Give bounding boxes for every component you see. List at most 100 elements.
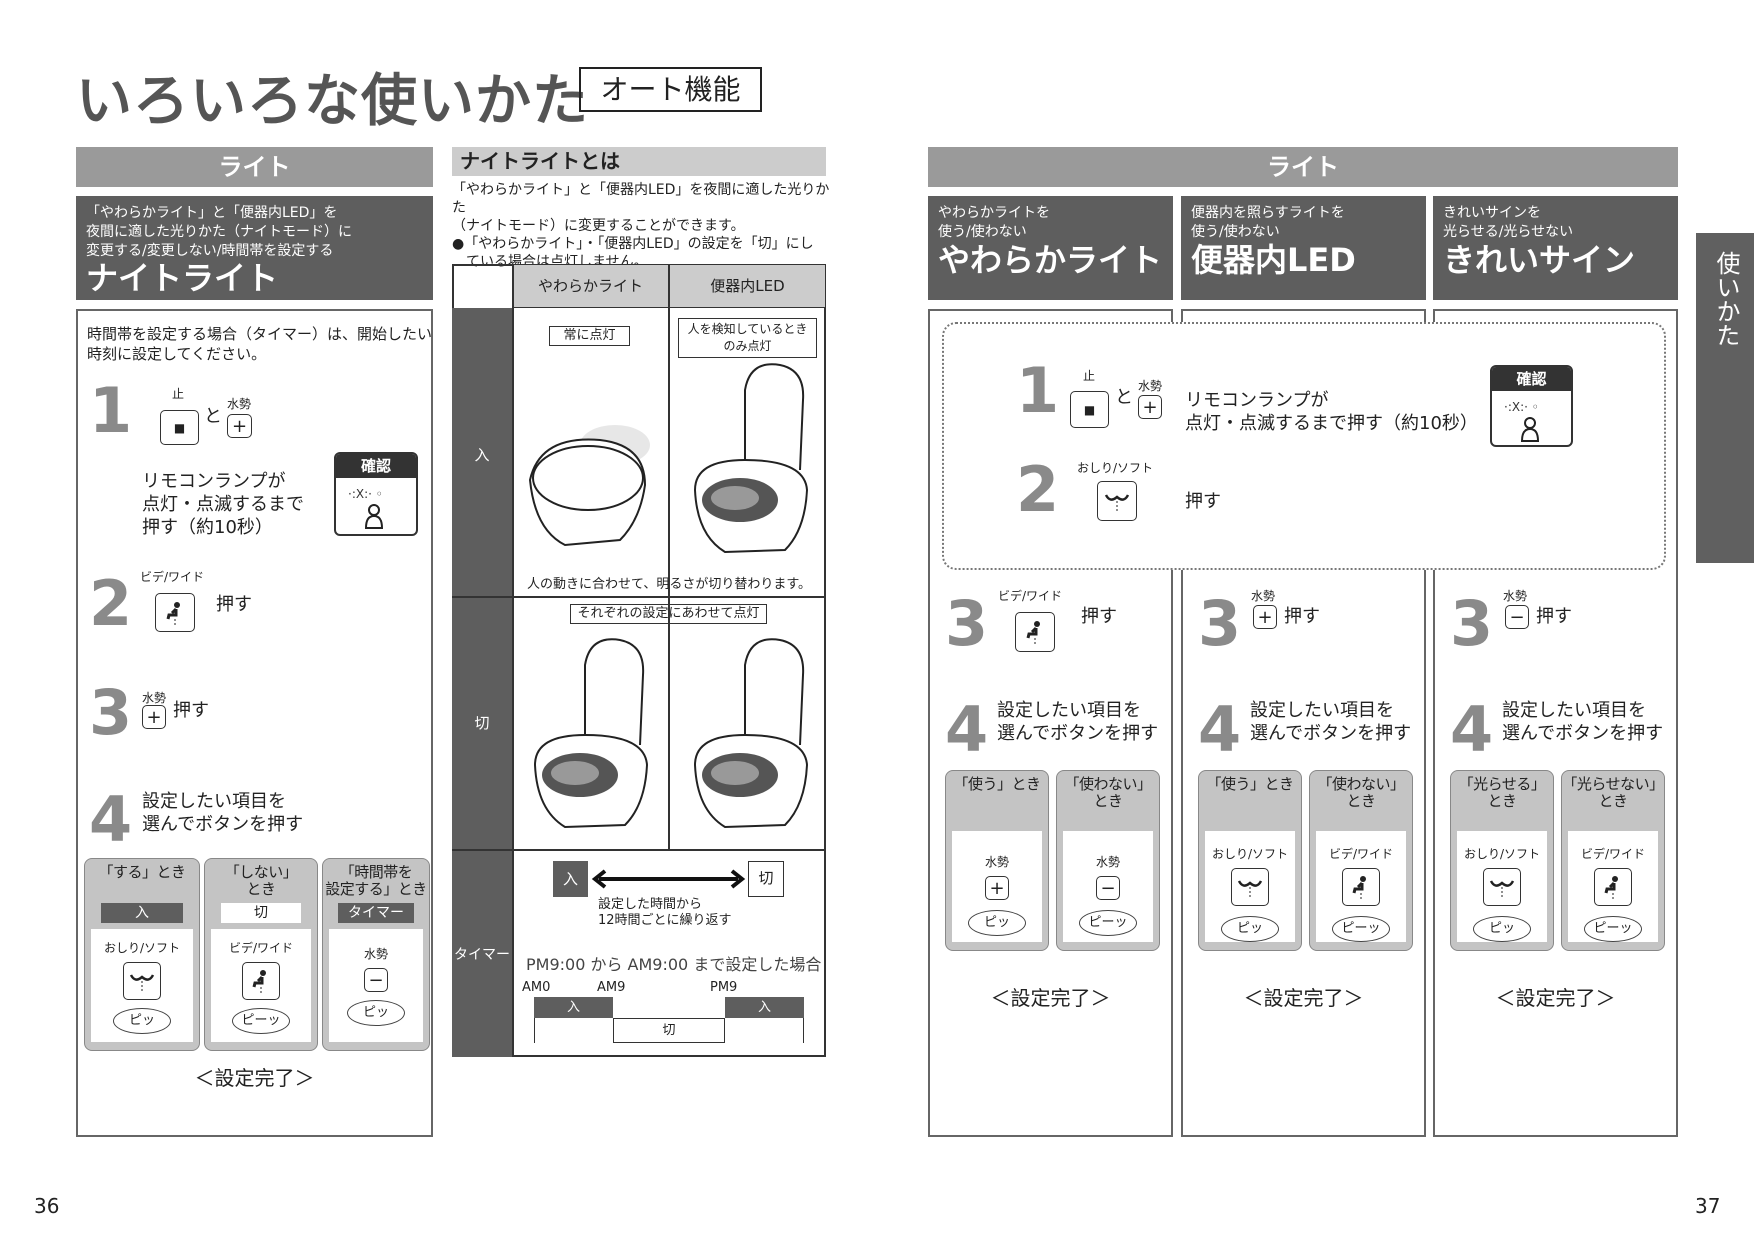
option-card[interactable]: 「使う」ときおしり/ソフトピッ [1198,770,1302,951]
text-line: とき [1487,792,1517,810]
page-number-left: 36 [34,1194,60,1218]
text-line: 選んでボタンを押す [1250,723,1412,744]
illustration-shape [532,445,644,511]
water-minus-button[interactable]: − [364,968,388,992]
setting-complete: ＜設定完了＞ [194,1066,315,1090]
timer-off-box: 切 [748,861,784,897]
timer-note: 時間帯を設定する場合（タイマー）は、開始したい 時刻に設定してください。 [87,324,432,364]
oshiri-soft-button[interactable] [123,962,161,1000]
feature-name: ナイトライト [86,259,279,297]
side-tab-usage[interactable]: 使いかた [1696,233,1754,563]
text-line: 「する」とき [98,863,186,881]
bidet-label: ビデ/ワイド [140,570,205,584]
feature-title-box: きれいサインを光らせる/光らせないきれいサイン [1433,196,1678,300]
water-plus-button[interactable]: + [227,414,252,438]
bidet-button[interactable] [1594,868,1632,906]
button-label: 水勢 [984,855,1009,869]
step1-text: リモコンランプが 点灯・点滅するまで 押す（約10秒） [142,470,304,539]
step-number: 3 [1450,587,1494,660]
desc-line: 便器内を照らすライトを [1191,205,1345,221]
feature-name: やわらかライト [938,241,1163,279]
water-label: 水勢 [1138,379,1163,393]
press-text: 押す [1284,606,1320,627]
illustration-shape [744,638,805,746]
water-plus-button[interactable]: + [1138,395,1162,419]
option-card[interactable]: 「使う」とき水勢+ピッ [945,770,1049,951]
text-line: 「使わない」 [1064,775,1152,793]
option-card[interactable]: 「する」とき入おしり/ソフトピッ [84,858,200,1051]
option-heading: 「する」とき [85,859,199,901]
option-body: 水勢+ピッ [952,831,1042,942]
note-line: 時間帯を設定する場合（タイマー）は、開始したい [87,325,433,343]
option-card[interactable]: 「光らせる」ときおしり/ソフトピッ [1450,770,1554,951]
option-body: ビデ/ワイドピーッ [1568,831,1658,942]
text-line: 選んでボタンを押す [1502,723,1664,744]
bidet-button[interactable] [1342,868,1380,906]
step-number: 2 [89,567,133,640]
illustration-shape [551,761,599,785]
text-line: のみ点灯 [723,339,772,353]
row-label-column [452,308,512,1057]
option-heading: 「光らせない」とき [1562,771,1664,823]
option-card[interactable]: 「時間帯を設定する」ときタイマー水勢−ピッ [322,858,430,1051]
oshiri-soft-button[interactable] [1231,868,1269,906]
always-on-tag: 常に点灯 [549,326,630,346]
oshiri-soft-button[interactable] [1097,481,1137,521]
step-number: 4 [1198,693,1242,766]
option-card[interactable]: 「しない」とき切ビデ/ワイドピーッ [204,858,318,1051]
water-plus-button[interactable]: + [1253,605,1277,629]
stop-button[interactable]: ■ [160,410,199,445]
step-number: 3 [1198,587,1242,660]
feature-name: きれいサイン [1443,241,1636,279]
bidet-button[interactable] [155,593,195,632]
button-label: 水勢 [1251,589,1276,603]
oshiri-soft-button[interactable] [1483,868,1521,906]
water-minus-button[interactable]: − [1096,876,1120,900]
stop-button[interactable]: ■ [1070,391,1109,428]
step-number: 1 [1016,354,1060,427]
step-number: 4 [89,783,133,856]
toilet-open-led-illustration [693,363,809,554]
button-label: ビデ/ワイド [1580,847,1646,861]
illustration-shape [584,638,645,746]
option-card[interactable]: 「光らせない」ときビデ/ワイドピーッ [1561,770,1665,951]
desc-line: きれいサインを [1443,205,1541,221]
water-label: 水勢 [227,397,252,411]
confirm-lamp: 確認 ·:X:· ◦ [1490,365,1573,447]
option-body: おしり/ソフトピッ [1457,831,1547,942]
illustration-shape [711,761,759,785]
page-number-right: 37 [1695,1194,1721,1218]
desc-line: 「やわらかライト」と「便器内LED」を [86,205,338,221]
svg-text:·:X:· ◦: ·:X:· ◦ [1504,400,1539,414]
beep-sound-bubble: ピッ [1221,916,1279,942]
button-wrap [91,962,193,1000]
timer-on-box: 入 [553,861,588,897]
feature-name: 便器内LED [1191,241,1356,279]
bidet-button[interactable] [242,962,280,1000]
option-card[interactable]: 「使わない」ときビデ/ワイドピーッ [1309,770,1413,951]
option-card[interactable]: 「使わない」とき水勢−ピーッ [1056,770,1160,951]
water-plus-button[interactable]: + [142,705,166,729]
row-label-off: 切 [474,714,490,732]
button-wrap [1457,868,1547,906]
beep-sound-bubble: ピッ [1473,916,1531,942]
water-minus-button[interactable]: − [1505,605,1529,629]
bidet-button[interactable] [1015,612,1055,652]
button-label: ビデ/ワイド [1328,847,1394,861]
repeat-text: 設定した時間から 12時間ごとに繰り返す [598,897,732,929]
text-line: 設定したい項目を [997,700,1141,721]
setting-complete: ＜設定完了＞ [1243,986,1364,1010]
button-wrap: − [329,968,423,992]
text-line: 「光らせる」 [1458,775,1546,793]
timer-example: PM9:00 から AM9:00 まで設定した場合 [526,955,822,974]
text-line: 選んでボタンを押す [142,814,304,835]
text-line: 設定した時間から [598,897,703,912]
beep-sound-bubble: ピーッ [1332,916,1390,942]
step-number: 1 [89,374,133,447]
text-line: 「時間帯を [339,863,413,881]
button-wrap: − [1063,876,1153,900]
water-plus-button[interactable]: + [985,876,1009,900]
text-line: とき [1346,792,1376,810]
press-text: 押す [1081,606,1117,627]
per-setting-tag: それぞれの設定にあわせて点灯 [570,604,767,624]
